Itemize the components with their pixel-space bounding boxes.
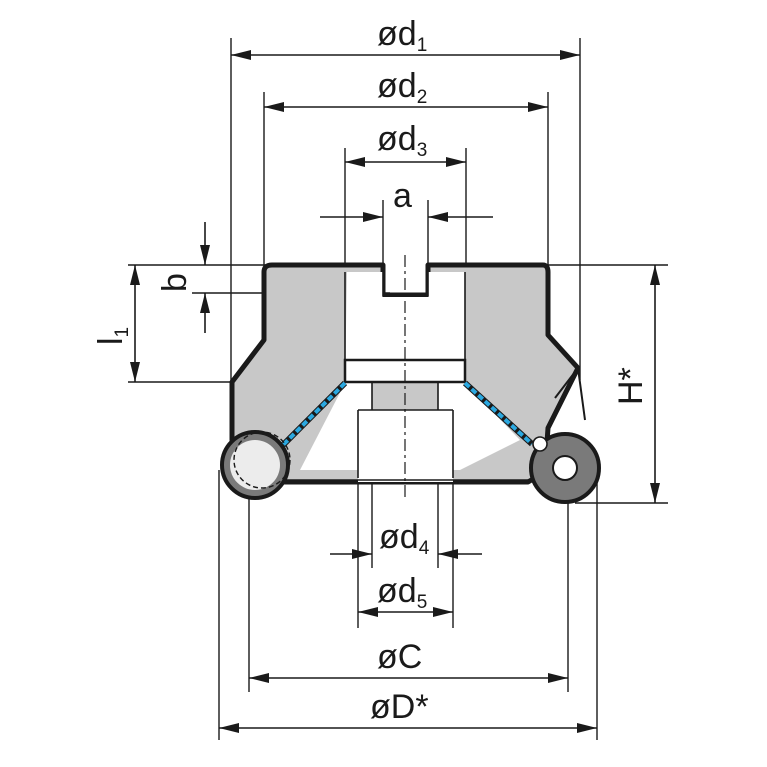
cutter-body [229, 255, 581, 500]
label-d5: ød5 [377, 572, 427, 613]
insert-right [529, 365, 601, 504]
label-c: øC [377, 638, 422, 676]
label-l1: l1 [92, 327, 133, 345]
label-b: b [156, 273, 194, 292]
chamfer-left [300, 383, 372, 470]
label-d1: ød1 [377, 15, 427, 56]
labels: ød1 ød2 ød3 a b l1 H* ød4 ød5 øC øD* [92, 15, 650, 726]
label-d3: ød3 [377, 120, 427, 161]
label-a: a [393, 177, 412, 215]
dimension-lines [130, 50, 660, 733]
chamfer-right [438, 383, 520, 470]
coolant-channels [280, 380, 535, 448]
label-d4: ød4 [379, 518, 430, 559]
label-d: øD* [370, 688, 429, 726]
label-h: H* [612, 367, 650, 405]
label-d2: ød2 [377, 67, 427, 108]
insert-left [220, 430, 291, 500]
